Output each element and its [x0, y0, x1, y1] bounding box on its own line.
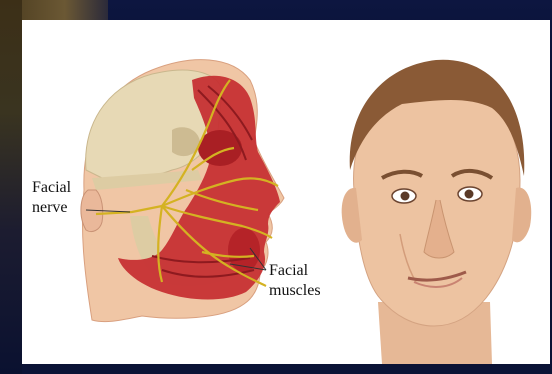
left-iris — [401, 192, 410, 201]
illustration — [22, 20, 550, 364]
facial-muscles-label-line-1: Facial — [269, 261, 321, 281]
face-front-view — [342, 60, 532, 364]
facial-nerve-label-line-1: Facial — [32, 178, 71, 198]
facial-nerve-label: Facial nerve — [32, 178, 71, 218]
right-iris — [465, 190, 474, 199]
background-left-strip — [0, 0, 22, 374]
facial-nerve-label-line-2: nerve — [32, 198, 71, 218]
illustration-panel: Facial nerve Facial muscles — [22, 20, 550, 364]
anatomy-side-view — [81, 60, 284, 322]
facial-muscles-label-line-2: muscles — [269, 281, 321, 301]
mouth-muscle — [228, 228, 260, 272]
facial-muscles-label: Facial muscles — [269, 261, 321, 301]
